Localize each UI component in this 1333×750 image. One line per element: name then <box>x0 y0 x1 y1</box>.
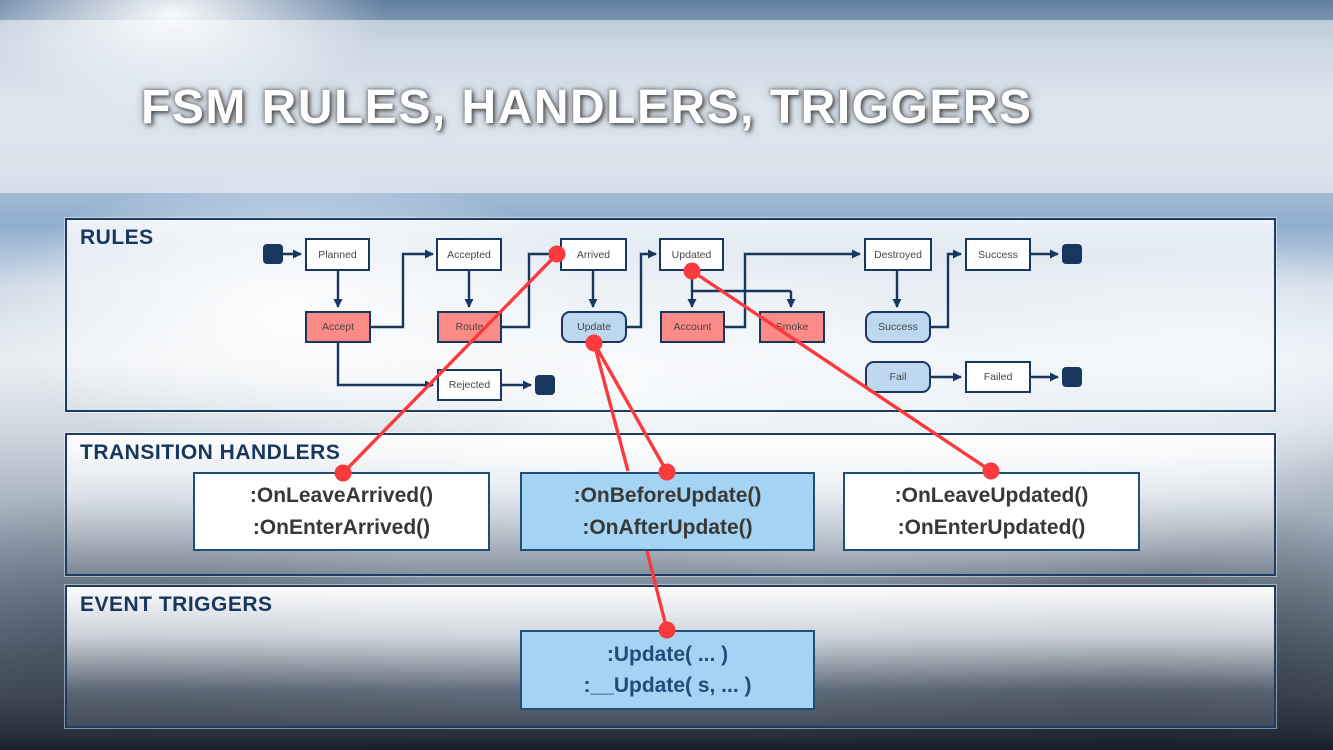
state-node-success: Success <box>965 238 1031 271</box>
handler-box-update: :OnBeforeUpdate() :OnAfterUpdate() <box>520 472 815 551</box>
transition-node-accept: Accept <box>305 311 371 343</box>
state-node-rejected: Rejected <box>437 369 502 401</box>
transition-node-route: Route <box>437 311 502 343</box>
state-node-planned: Planned <box>305 238 370 271</box>
handler-line: :OnBeforeUpdate() <box>573 484 762 507</box>
trigger-box-update: :Update( ... ) :__Update( s, ... ) <box>520 630 815 710</box>
start-marker <box>263 244 283 264</box>
transition-node-fail: Fail <box>865 361 931 393</box>
handler-line: :OnLeaveArrived() <box>249 484 434 507</box>
state-node-destroyed: Destroyed <box>864 238 932 271</box>
handler-line: :OnAfterUpdate() <box>582 515 753 539</box>
state-node-arrived: Arrived <box>560 238 627 271</box>
handler-box-arrived: :OnLeaveArrived() :OnEnterArrived() <box>193 472 490 551</box>
end-marker-success <box>1062 244 1082 264</box>
transition-node-success: Success <box>865 311 931 343</box>
event-triggers-header: EVENT TRIGGERS <box>80 593 273 616</box>
transition-node-update: Update <box>561 311 627 343</box>
handler-box-updated: :OnLeaveUpdated() :OnEnterUpdated() <box>843 472 1140 551</box>
end-marker-rejected <box>535 375 555 395</box>
transition-node-smoke: Smoke <box>759 311 825 343</box>
trigger-line: :__Update( s, ... ) <box>583 674 752 697</box>
state-node-failed: Failed <box>965 361 1031 393</box>
handler-line: :OnEnterUpdated() <box>897 515 1086 539</box>
rules-header: RULES <box>80 226 154 249</box>
state-node-updated: Updated <box>659 238 724 271</box>
handler-line: :OnLeaveUpdated() <box>894 484 1089 507</box>
title-band <box>0 20 1333 193</box>
transition-node-account: Account <box>660 311 725 343</box>
end-marker-failed <box>1062 367 1082 387</box>
transition-handlers-header: TRANSITION HANDLERS <box>80 441 341 464</box>
handler-line: :OnEnterArrived() <box>252 515 431 539</box>
trigger-line: :Update( ... ) <box>606 642 729 666</box>
state-node-accepted: Accepted <box>436 238 502 271</box>
slide-title: FSM RULES, HANDLERS, TRIGGERS <box>141 81 1033 134</box>
